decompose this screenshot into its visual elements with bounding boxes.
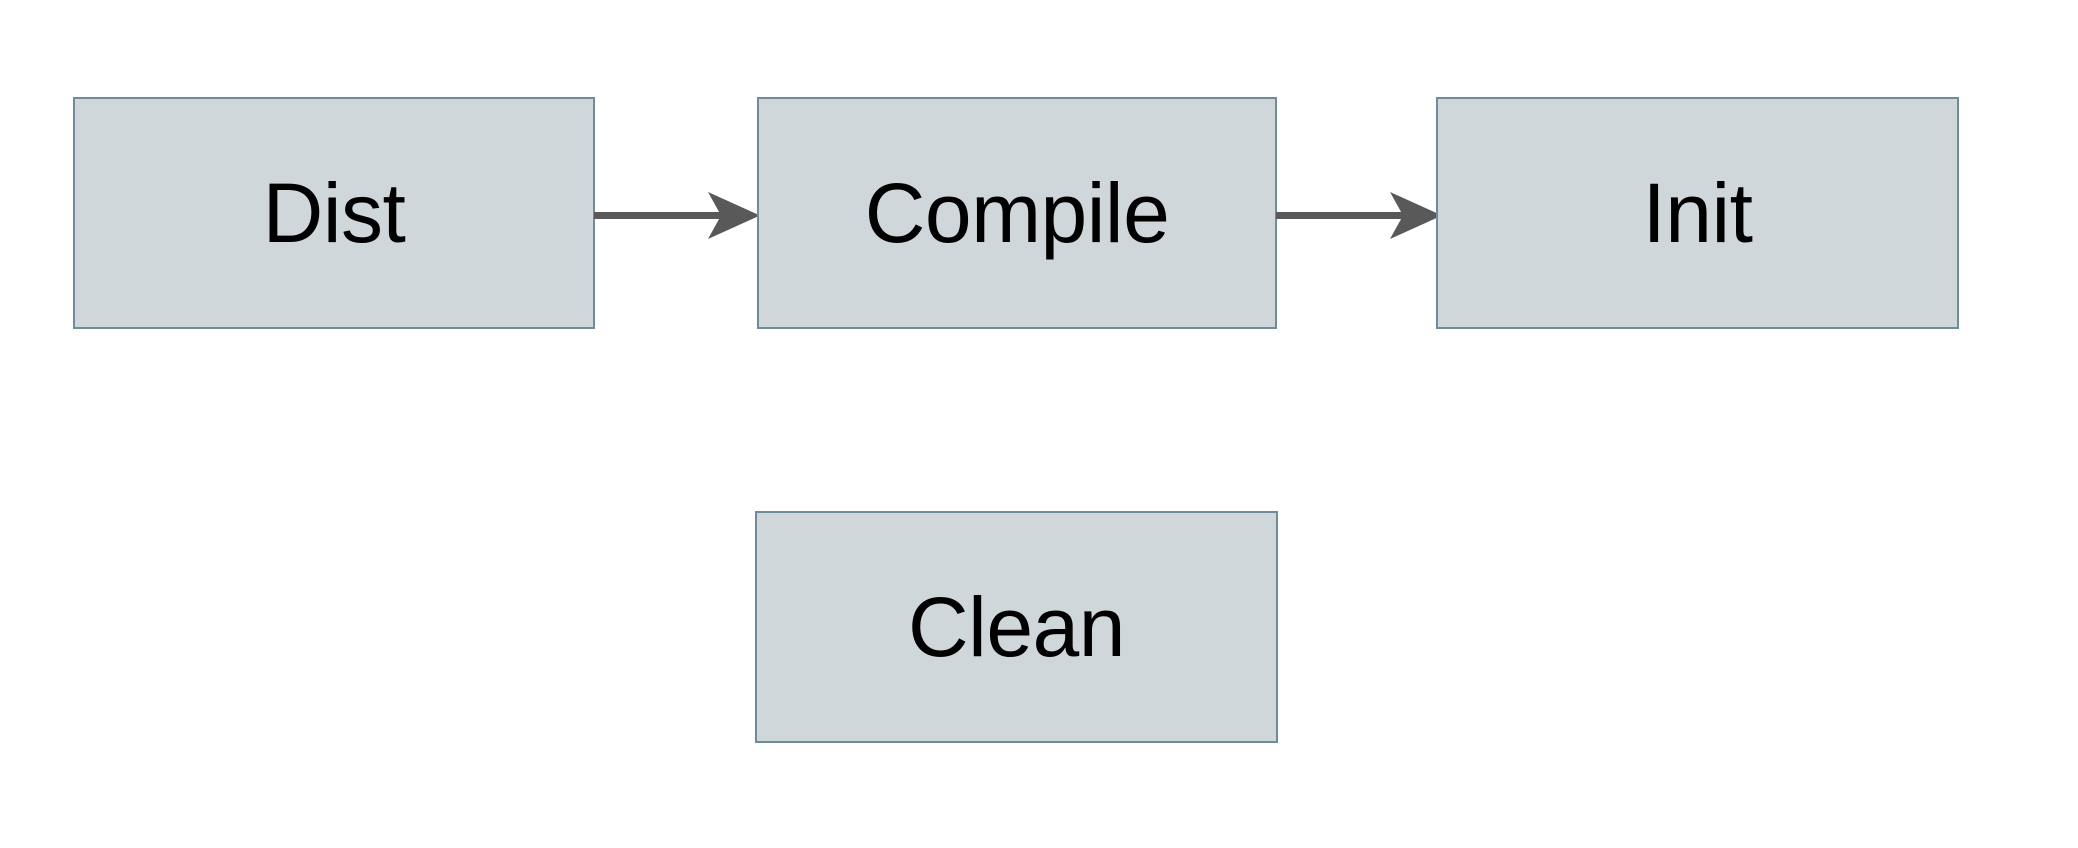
node-init-label: Init [1642,166,1753,260]
arrowhead-icon [1390,192,1442,239]
node-clean[interactable]: Clean [755,511,1278,743]
node-compile-label: Compile [864,166,1170,260]
edge-dist-to-compile [594,192,760,239]
node-compile[interactable]: Compile [757,97,1277,329]
arrowhead-icon [708,192,760,239]
node-init[interactable]: Init [1436,97,1959,329]
edge-compile-to-init [1276,192,1442,239]
node-dist[interactable]: Dist [73,97,595,329]
node-clean-label: Clean [908,580,1125,674]
node-dist-label: Dist [262,166,406,260]
